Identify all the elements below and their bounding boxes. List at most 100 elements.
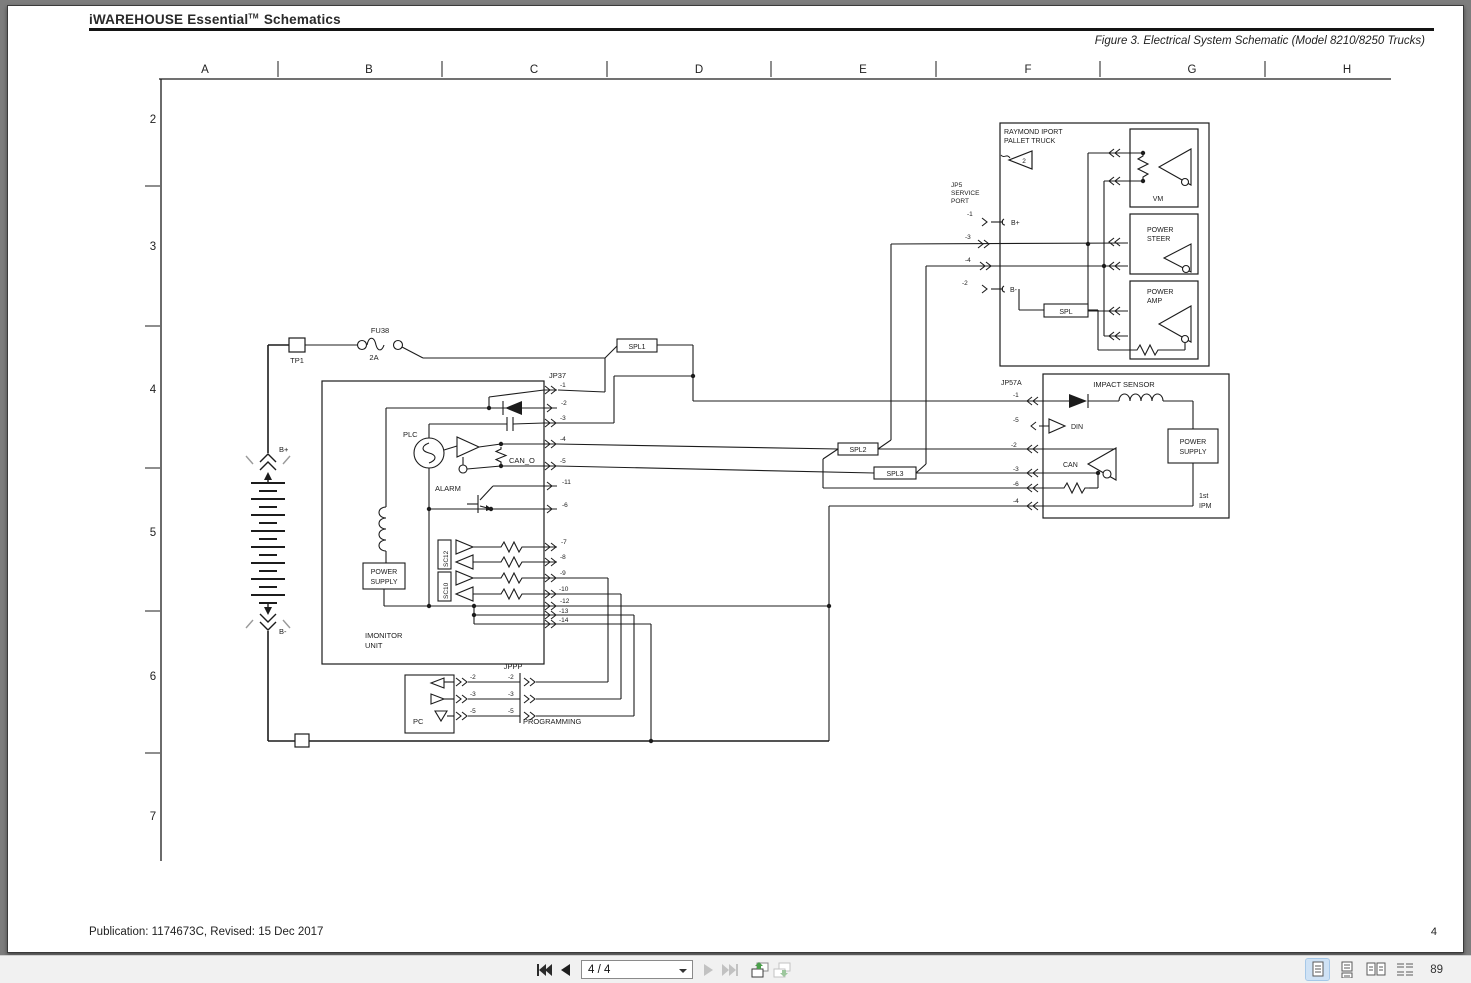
last-page-button[interactable] bbox=[719, 960, 741, 980]
jppp-pin-labels: -2 -3 -5 -2 -3 -5 bbox=[470, 674, 514, 715]
grid-labels: A B C D E F G H 2 3 4 5 6 7 bbox=[150, 64, 1351, 823]
svg-text:5: 5 bbox=[150, 527, 156, 539]
power-amp-label-1: POWER bbox=[1147, 289, 1173, 296]
svg-text:3: 3 bbox=[150, 241, 156, 253]
title-rest: Schematics bbox=[263, 12, 341, 27]
continuous-view-button[interactable] bbox=[1335, 959, 1358, 980]
jp57a-pins bbox=[1026, 396, 1049, 511]
svg-text:-4: -4 bbox=[1013, 498, 1019, 505]
spl2-label: SPL2 bbox=[849, 447, 866, 454]
svg-text:G: G bbox=[1188, 64, 1197, 76]
page-layout-controls: 89 bbox=[1305, 958, 1443, 981]
power-supply-label-1: POWER bbox=[371, 569, 397, 576]
svg-text:-13: -13 bbox=[559, 608, 569, 615]
bplus-feed bbox=[557, 344, 1069, 424]
svg-text:-6: -6 bbox=[562, 502, 568, 509]
svg-text:-1: -1 bbox=[967, 211, 973, 218]
power-supply-label-2: SUPPLY bbox=[370, 579, 397, 586]
ps2-label-2: SUPPLY bbox=[1179, 449, 1206, 456]
din-label: DIN bbox=[1071, 424, 1083, 431]
plc-label: PLC bbox=[403, 430, 418, 439]
svg-text:-5: -5 bbox=[508, 708, 514, 715]
imonitor-internals bbox=[362, 389, 545, 625]
jp37-pin-labels: -1 -2 -3 -4 -5 -11 -6 -7 -8 -9 -10 -12 -… bbox=[559, 382, 571, 624]
svg-text:-6: -6 bbox=[1013, 481, 1019, 488]
next-page-button[interactable] bbox=[697, 960, 719, 980]
power-amp-label-2: AMP bbox=[1147, 298, 1163, 305]
can-o-label: CAN_O bbox=[509, 456, 535, 465]
publication-info: Publication: 1174673C, Revised: 15 Dec 2… bbox=[89, 926, 324, 938]
svg-text:-2: -2 bbox=[1011, 442, 1017, 449]
header-rule bbox=[89, 28, 1434, 31]
vm-motor bbox=[1085, 148, 1192, 336]
page-dropdown-caret bbox=[679, 969, 687, 973]
svg-text:-3: -3 bbox=[560, 415, 566, 422]
svg-text:2: 2 bbox=[150, 114, 156, 126]
previous-page-button[interactable] bbox=[555, 960, 577, 980]
svg-text:-5: -5 bbox=[1013, 417, 1019, 424]
svg-text:B: B bbox=[365, 64, 373, 76]
jp5-label-3: PORT bbox=[951, 198, 969, 205]
jp5-bplus-label: B+ bbox=[1011, 220, 1020, 227]
svg-text:-3: -3 bbox=[965, 234, 971, 241]
svg-text:-3: -3 bbox=[1013, 466, 1019, 473]
power-amp-motor bbox=[1088, 305, 1192, 356]
raymond-label-1: RAYMOND IPORT bbox=[1004, 129, 1063, 136]
spl1-box bbox=[616, 338, 658, 353]
raymond-label-2: PALLET TRUCK bbox=[1004, 138, 1056, 145]
jp37-label: JP37 bbox=[549, 371, 566, 380]
battery-branch bbox=[267, 344, 829, 742]
power-steer-motor bbox=[1108, 237, 1192, 274]
fuse-rating-label: 2A bbox=[369, 353, 378, 362]
two-page-continuous-button[interactable] bbox=[1393, 959, 1416, 980]
spl1-label: SPL1 bbox=[628, 344, 645, 351]
svg-text:-1: -1 bbox=[560, 382, 566, 389]
pc-jppp bbox=[404, 577, 832, 744]
note2-label: 2 bbox=[1022, 158, 1026, 165]
ipm-label-1: 1st bbox=[1199, 493, 1208, 500]
svg-text:-7: -7 bbox=[561, 539, 567, 546]
imonitor-label-2: UNIT bbox=[365, 641, 383, 650]
continuous-view-icon bbox=[1341, 961, 1353, 978]
single-page-icon bbox=[1312, 961, 1324, 977]
alarm-label: ALARM bbox=[435, 484, 461, 493]
next-view-icon bbox=[773, 962, 791, 977]
spl3-box bbox=[873, 466, 917, 480]
zoom-level[interactable]: 89 bbox=[1430, 963, 1443, 976]
spl3-label: SPL3 bbox=[886, 471, 903, 478]
next-page-icon bbox=[704, 963, 713, 976]
b-minus-label: B- bbox=[279, 627, 287, 636]
svg-text:-3: -3 bbox=[508, 691, 514, 698]
jp57a-label: JP57A bbox=[1001, 380, 1022, 387]
battery-connector-top bbox=[245, 453, 291, 483]
previous-view-icon bbox=[751, 961, 769, 977]
svg-text:-8: -8 bbox=[560, 554, 566, 561]
svg-text:-2: -2 bbox=[561, 400, 567, 407]
first-page-button[interactable] bbox=[533, 960, 555, 980]
next-view-button[interactable] bbox=[771, 960, 793, 980]
jp57a-pin-labels: -1 -5 -2 -3 -6 -4 bbox=[1011, 392, 1019, 505]
two-page-view-button[interactable] bbox=[1364, 959, 1387, 980]
jp5-bminus-label: B- bbox=[1010, 287, 1018, 294]
sc12-label: SC12 bbox=[443, 550, 450, 567]
page-navigation: 4 / 4 bbox=[533, 959, 793, 980]
single-page-view-button[interactable] bbox=[1305, 958, 1331, 981]
svg-text:-11: -11 bbox=[562, 479, 571, 486]
previous-view-button[interactable] bbox=[749, 960, 771, 980]
two-page-view-icon bbox=[1366, 962, 1386, 976]
page-number-input[interactable]: 4 / 4 bbox=[581, 960, 693, 979]
svg-text:-10: -10 bbox=[559, 586, 569, 593]
raymond-box bbox=[999, 122, 1210, 367]
svg-text:6: 6 bbox=[150, 671, 156, 683]
svg-text:-9: -9 bbox=[560, 570, 566, 577]
svg-text:-5: -5 bbox=[470, 708, 476, 715]
jp5-label-2: SERVICE bbox=[951, 190, 980, 197]
svg-text:7: 7 bbox=[150, 811, 156, 823]
imonitor-unit bbox=[321, 380, 545, 665]
svg-text:-5: -5 bbox=[560, 458, 566, 465]
title-main: iWAREHOUSE Essential bbox=[89, 12, 249, 27]
grid-frame bbox=[159, 78, 1391, 861]
trademark: TM bbox=[248, 13, 259, 21]
